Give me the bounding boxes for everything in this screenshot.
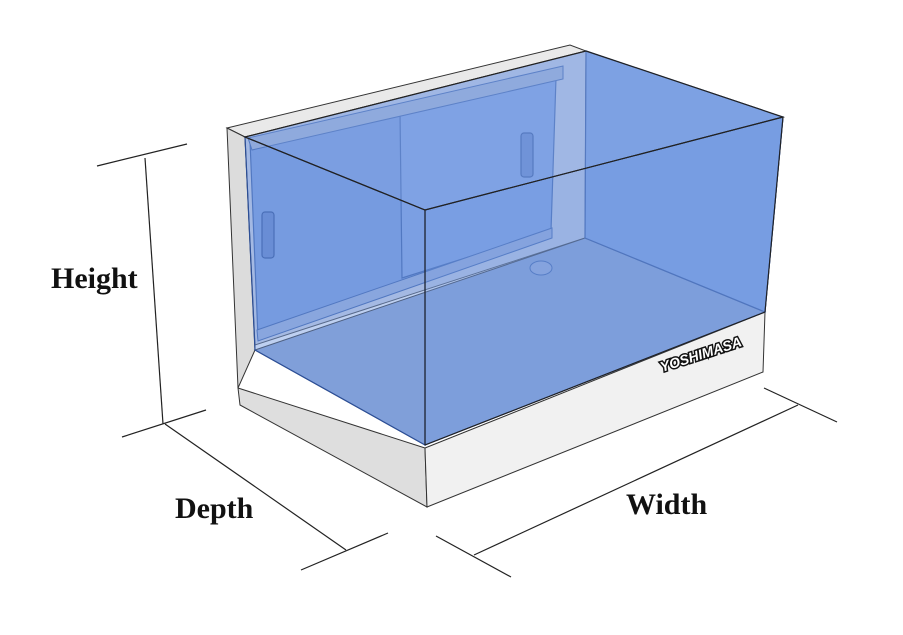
height-label: Height [51, 262, 138, 295]
depth-label: Depth [175, 492, 254, 525]
height-dimension [96, 143, 207, 438]
width-label: Width [626, 488, 707, 521]
case-edges [244, 116, 784, 446]
depth-dimension [164, 423, 389, 571]
base-front-face [424, 311, 766, 508]
width-dimension [435, 387, 838, 578]
door-handle-left [261, 211, 275, 259]
